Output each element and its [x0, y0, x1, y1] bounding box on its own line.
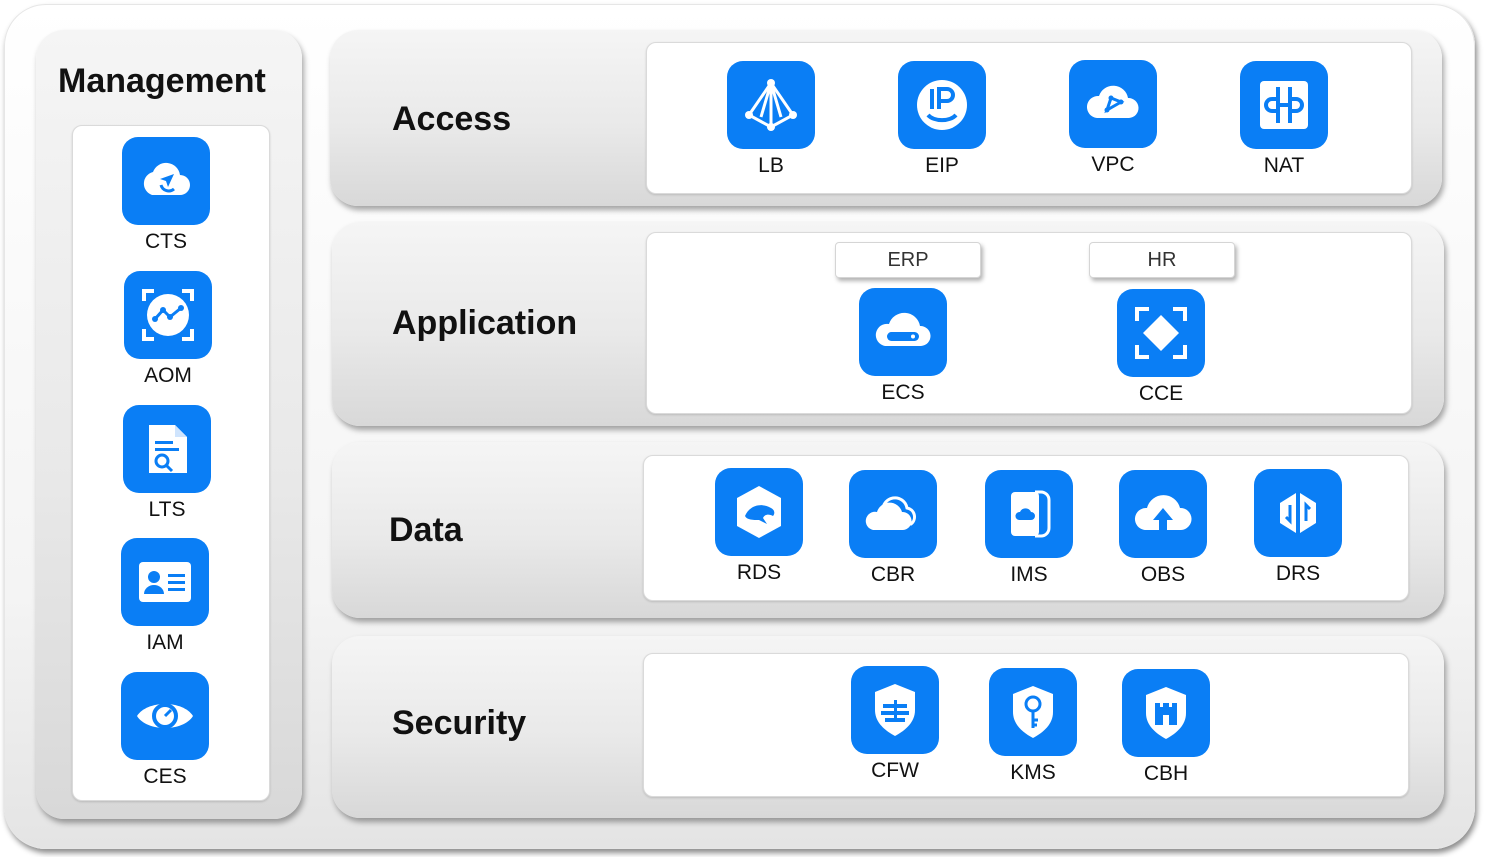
data-replication-icon [1254, 469, 1342, 557]
application-services-box [646, 232, 1412, 414]
service-label: LB [758, 154, 784, 177]
service-label: RDS [736, 561, 782, 584]
service-cce[interactable]: CCE [1106, 289, 1216, 405]
application-title: Application [392, 304, 578, 342]
service-nat[interactable]: NAT [1229, 61, 1339, 177]
load-balancer-icon [727, 61, 815, 149]
service-label: ECS [881, 381, 925, 404]
eye-gauge-icon [121, 672, 209, 760]
id-card-icon [121, 538, 209, 626]
service-iam[interactable]: IAM [110, 538, 220, 654]
access-title: Access [392, 100, 512, 138]
virtual-cloud-icon [1069, 60, 1157, 148]
service-rds[interactable]: RDS [704, 468, 814, 584]
management-title: Management [58, 62, 266, 100]
service-label: VPC [1091, 153, 1135, 176]
service-kms[interactable]: KMS [978, 668, 1088, 784]
service-label: IAM [146, 631, 184, 654]
cloud-trace-icon [122, 137, 210, 225]
service-lts[interactable]: LTS [112, 405, 222, 521]
service-ces[interactable]: CES [110, 672, 220, 788]
hr-tag: HR [1089, 242, 1235, 278]
service-cbh[interactable]: CBH [1111, 669, 1221, 785]
cloud-backup-icon [849, 470, 937, 558]
service-ecs[interactable]: ECS [848, 288, 958, 404]
service-lb[interactable]: LB [716, 61, 826, 177]
service-cfw[interactable]: CFW [840, 666, 950, 782]
data-title: Data [389, 511, 463, 549]
service-ims[interactable]: IMS [974, 470, 1084, 586]
security-title: Security [392, 704, 527, 742]
cloud-server-icon [859, 288, 947, 376]
cloud-upload-icon [1119, 470, 1207, 558]
monitoring-graph-icon [124, 271, 212, 359]
nat-gateway-icon [1240, 61, 1328, 149]
service-label: AOM [144, 364, 192, 387]
service-label: CCE [1138, 382, 1184, 405]
service-label: NAT [1263, 154, 1305, 177]
service-eip[interactable]: EIP [887, 61, 997, 177]
service-cts[interactable]: CTS [111, 137, 221, 253]
service-label: CTS [145, 230, 187, 253]
container-engine-icon [1117, 289, 1205, 377]
service-label: EIP [925, 154, 959, 177]
service-cbr[interactable]: CBR [838, 470, 948, 586]
service-vpc[interactable]: VPC [1058, 60, 1168, 176]
image-service-icon [985, 470, 1073, 558]
service-label: DRS [1275, 562, 1321, 585]
service-label: IMS [1010, 563, 1048, 586]
service-label: OBS [1140, 563, 1186, 586]
firewall-shield-icon [851, 666, 939, 754]
service-label: CBH [1143, 762, 1189, 785]
bastion-shield-icon [1122, 669, 1210, 757]
service-aom[interactable]: AOM [113, 271, 223, 387]
service-label: KMS [1010, 761, 1056, 784]
service-label: CFW [871, 759, 919, 782]
service-label: CES [143, 765, 187, 788]
service-label: LTS [148, 498, 186, 521]
log-search-icon [123, 405, 211, 493]
service-drs[interactable]: DRS [1243, 469, 1353, 585]
dolphin-database-icon [715, 468, 803, 556]
service-label: CBR [870, 563, 916, 586]
service-obs[interactable]: OBS [1108, 470, 1218, 586]
key-shield-icon [989, 668, 1077, 756]
erp-tag: ERP [835, 242, 981, 278]
elastic-ip-icon [898, 61, 986, 149]
